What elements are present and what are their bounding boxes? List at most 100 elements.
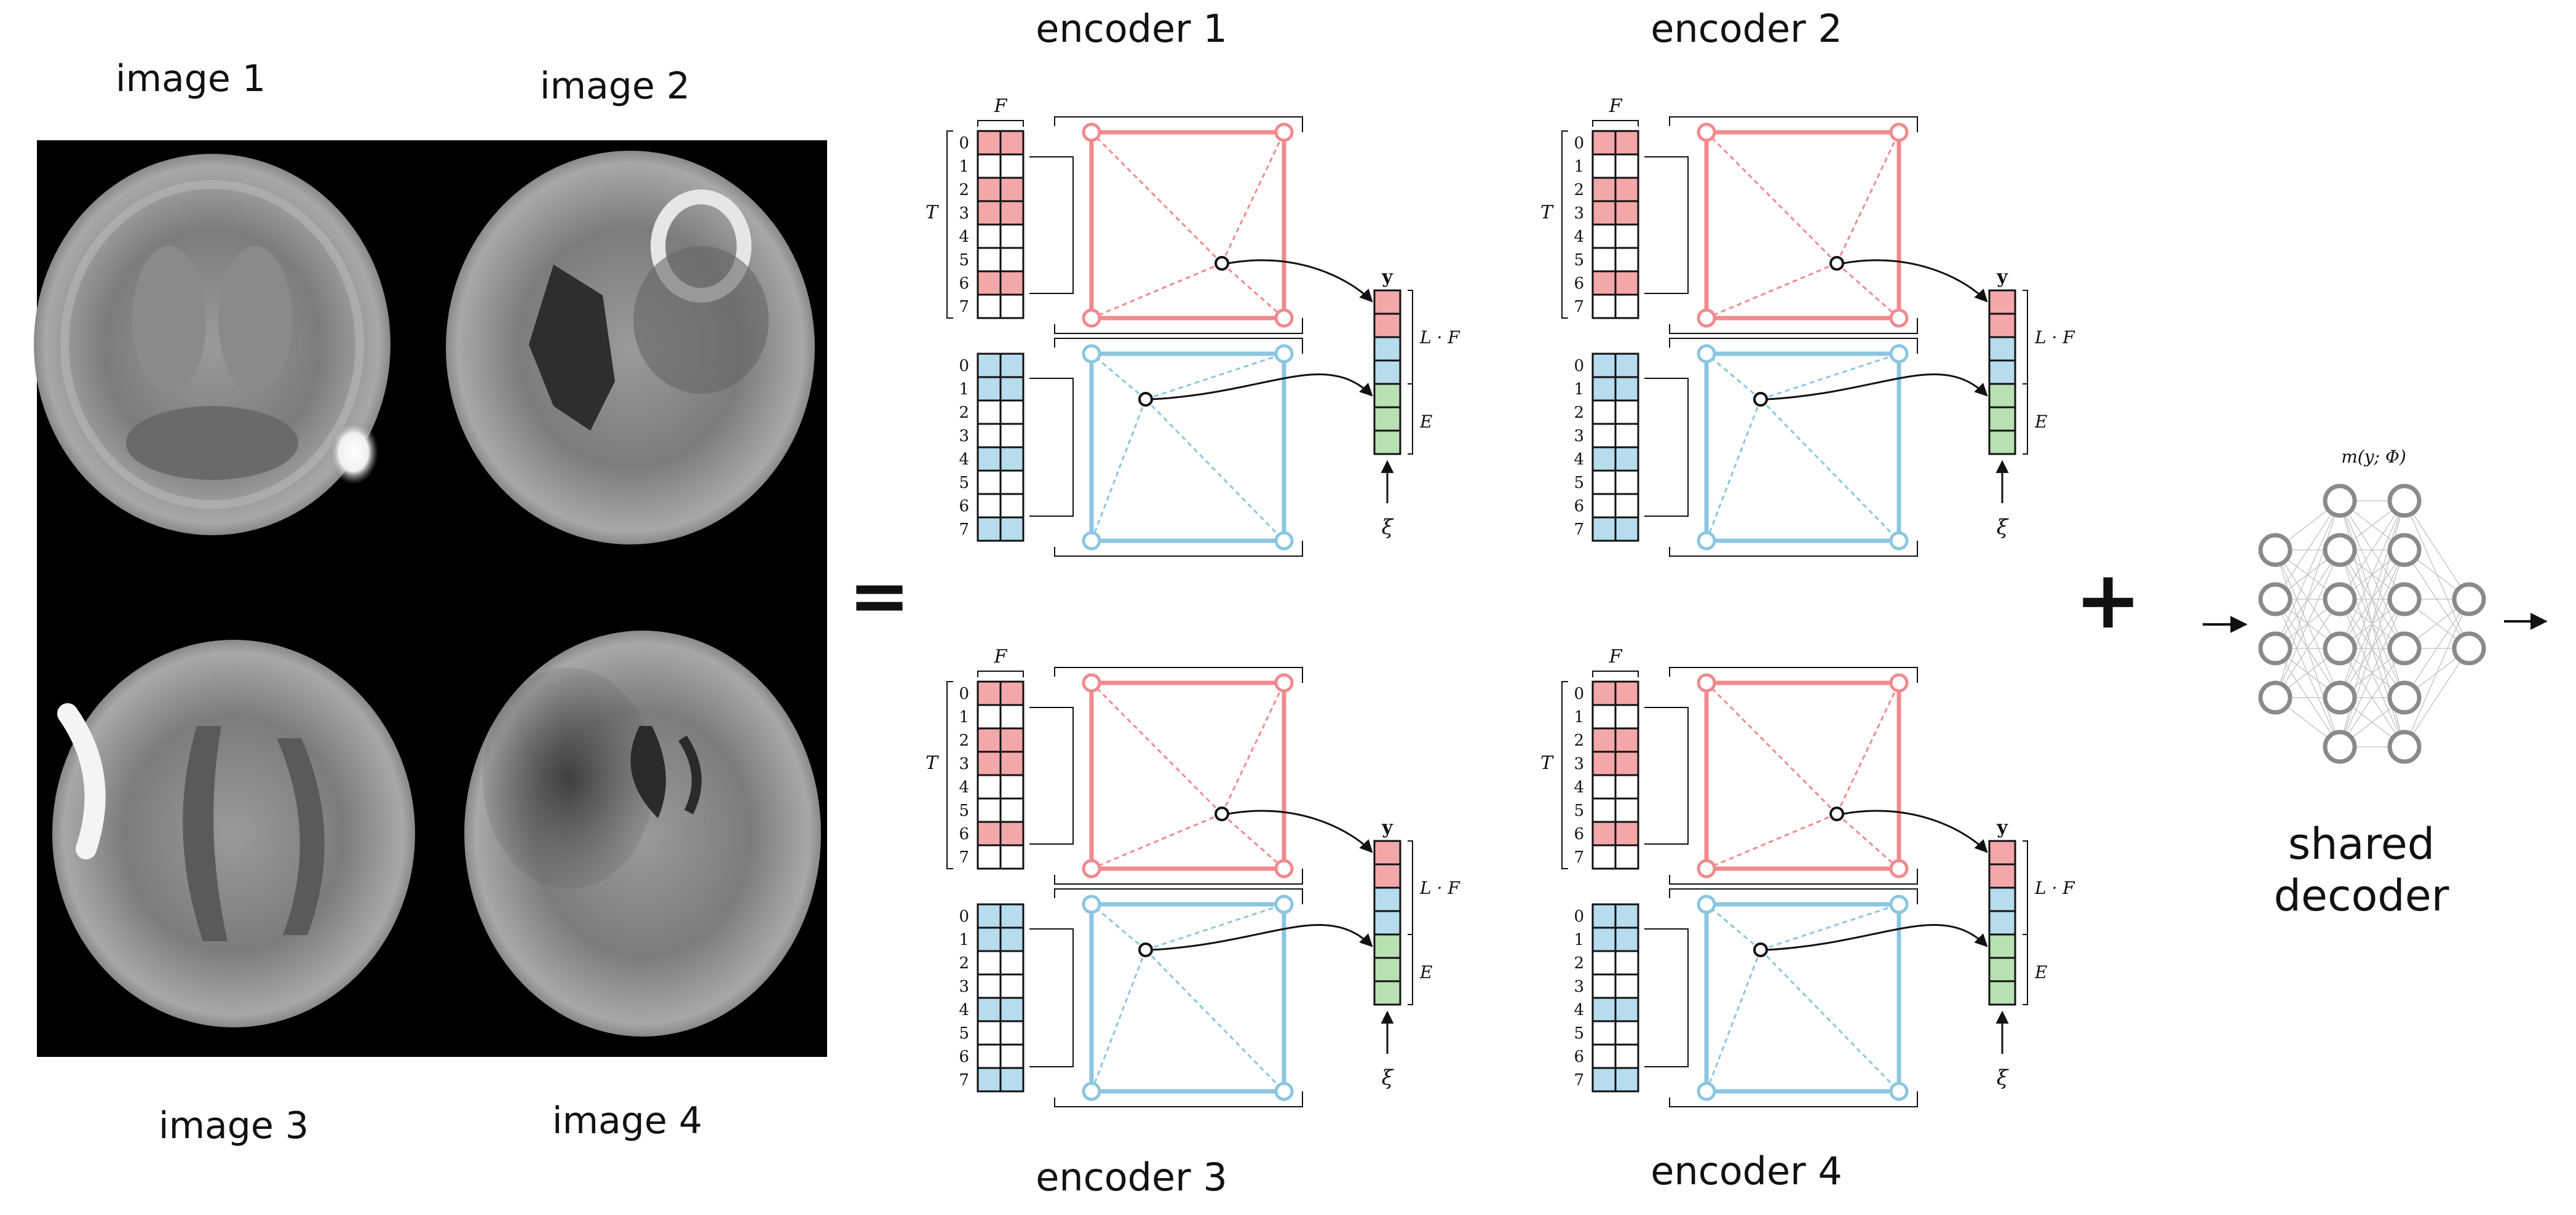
encoder-title: encoder 1 bbox=[1036, 6, 1227, 51]
feature-axis-label: F bbox=[1609, 95, 1623, 117]
row-index: 3 bbox=[959, 755, 969, 773]
graph-edge bbox=[1706, 813, 1837, 870]
lf-bracket bbox=[1408, 290, 1413, 384]
output-vector-cell bbox=[1373, 933, 1401, 959]
row-index: 6 bbox=[1574, 274, 1584, 293]
encoder-title: encoder 4 bbox=[1651, 1149, 1842, 1193]
output-vector-label: y bbox=[1381, 817, 1393, 839]
connector bbox=[1054, 116, 1303, 132]
grid-cell bbox=[977, 177, 1002, 202]
graph-edge bbox=[1706, 262, 1837, 319]
grid-cell bbox=[999, 223, 1024, 249]
decoder-label-decoder: decoder bbox=[2273, 870, 2449, 921]
grid-cell bbox=[999, 130, 1024, 156]
plus-sign: + bbox=[2075, 553, 2142, 647]
blue-graph bbox=[1644, 338, 1918, 557]
row-index: 0 bbox=[1574, 907, 1584, 926]
blue-embedding-arrow bbox=[1151, 373, 1373, 400]
decoder-neuron bbox=[2258, 582, 2293, 616]
grid-cell bbox=[977, 903, 1002, 929]
noise-label: ξ bbox=[1997, 1066, 2010, 1090]
connector bbox=[1054, 541, 1303, 557]
grid-cell bbox=[1614, 844, 1639, 870]
graph-node bbox=[1274, 673, 1294, 693]
decoder-neuron bbox=[2387, 680, 2422, 715]
output-vector-cell bbox=[1988, 957, 2016, 982]
graph-node bbox=[1697, 1082, 1716, 1101]
grid-cell bbox=[1591, 177, 1617, 202]
red-embedding-arrow bbox=[1227, 810, 1373, 853]
connector bbox=[1644, 707, 1689, 845]
feature-axis-label: F bbox=[1609, 646, 1623, 667]
output-vector-cell bbox=[1373, 863, 1401, 889]
grid-cell bbox=[999, 1020, 1024, 1046]
graph-frame bbox=[1089, 680, 1286, 871]
connector bbox=[1669, 667, 1918, 683]
red-embedding-arrow bbox=[1227, 259, 1373, 303]
row-index: 6 bbox=[959, 1048, 969, 1066]
grid-cell bbox=[999, 200, 1024, 226]
decoder-neuron bbox=[2387, 533, 2422, 567]
connector bbox=[1054, 318, 1303, 334]
feature-bracket bbox=[1592, 671, 1639, 677]
grid-cell bbox=[977, 797, 1002, 823]
grid-cell bbox=[999, 446, 1024, 472]
row-index: 7 bbox=[1574, 298, 1584, 316]
output-vector-label: y bbox=[1381, 266, 1393, 288]
row-index: 2 bbox=[959, 404, 969, 422]
connector bbox=[1669, 338, 1918, 354]
graph-node bbox=[1082, 122, 1101, 142]
row-index: 3 bbox=[959, 427, 969, 445]
grid-cell bbox=[977, 997, 1002, 1022]
grid-cell bbox=[1614, 997, 1639, 1022]
output-vector-label: y bbox=[1996, 817, 2008, 839]
graph-frame bbox=[1089, 902, 1286, 1094]
row-index: 5 bbox=[959, 802, 969, 820]
grid-cell bbox=[999, 973, 1024, 999]
grid-cell bbox=[977, 446, 1002, 472]
row-index: 5 bbox=[1574, 251, 1584, 269]
output-vector-cell bbox=[1988, 406, 2016, 432]
grid-cell bbox=[1614, 821, 1639, 847]
output-vector-cell bbox=[1373, 383, 1401, 408]
blue-graph bbox=[1029, 338, 1303, 557]
graph-node bbox=[1082, 894, 1101, 914]
connector bbox=[1029, 378, 1074, 517]
grid-cell bbox=[1614, 704, 1639, 730]
image-4-label: image 4 bbox=[552, 1099, 702, 1142]
row-index: 5 bbox=[1574, 1024, 1584, 1043]
grid-cell bbox=[977, 973, 1002, 999]
graph-node bbox=[1697, 344, 1716, 364]
grid-cell bbox=[1591, 353, 1617, 378]
decoder-neuron bbox=[2323, 533, 2357, 567]
lf-bracket bbox=[2023, 840, 2028, 935]
graph-edge bbox=[1759, 949, 1900, 1093]
grid-cell bbox=[999, 516, 1024, 542]
graph-node bbox=[1274, 531, 1294, 551]
graph-node bbox=[1697, 673, 1716, 693]
row-index: 6 bbox=[959, 274, 969, 293]
grid-cell bbox=[977, 247, 1002, 273]
time-axis-label: T bbox=[1540, 752, 1554, 774]
grid-cell bbox=[1614, 516, 1639, 542]
output-vector-cell bbox=[1988, 336, 2016, 362]
graph-node bbox=[1889, 344, 1909, 364]
graph-node bbox=[1082, 531, 1101, 551]
decoder-edge bbox=[2339, 500, 2405, 600]
grid-cell bbox=[1591, 223, 1617, 249]
graph-edge bbox=[1705, 949, 1762, 1092]
grid-cell bbox=[977, 376, 1002, 402]
graph-edge bbox=[1706, 353, 1761, 400]
grid-cell bbox=[1614, 423, 1639, 448]
graph-node bbox=[1274, 859, 1294, 878]
row-index: 6 bbox=[1574, 825, 1584, 843]
graph-edge bbox=[1221, 682, 1285, 815]
decoder-neuron bbox=[2323, 484, 2357, 518]
output-vector-cell bbox=[1988, 359, 2016, 385]
connector bbox=[1669, 888, 1918, 904]
grid-cell bbox=[999, 177, 1024, 202]
time-bracket bbox=[1561, 681, 1568, 869]
